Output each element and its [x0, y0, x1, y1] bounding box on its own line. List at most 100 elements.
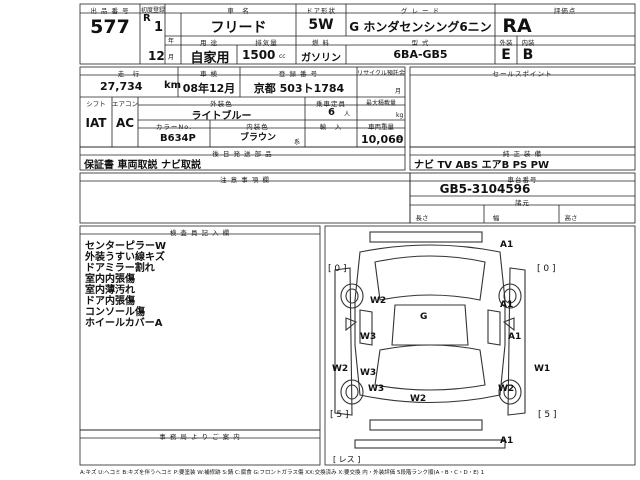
- import-mark: 系: [294, 139, 301, 146]
- import-label: 輸 入: [319, 123, 343, 131]
- inspector-note: ドアミラー割れ: [85, 263, 155, 274]
- displacement-unit: cc: [279, 53, 286, 60]
- score-label: 評価点: [553, 7, 577, 15]
- front-right-wheel: [498, 283, 522, 309]
- fuel-type: ガソリン: [301, 53, 341, 64]
- rear-shipping-label: 後 日 発 送 部 品: [212, 150, 273, 158]
- front-left-wheel: [340, 283, 364, 309]
- inspector-note: 外装うすい線キズ: [85, 252, 165, 263]
- right-side-outline: [507, 267, 526, 416]
- less-mark: [ レス ]: [333, 455, 361, 464]
- car-name-label: 車 名: [227, 7, 250, 15]
- int-score-label: 内装: [521, 39, 535, 47]
- height-label: 高さ: [564, 214, 578, 222]
- weight-label: 車両重量: [368, 123, 394, 131]
- month-suffix: 月: [168, 54, 175, 61]
- windshield-outline: [374, 255, 486, 301]
- damage-mark-w2-side: W2: [332, 364, 349, 374]
- left-side-outline: [334, 267, 353, 416]
- inspector-note: コンソール傷: [85, 307, 145, 318]
- interior-score: B: [522, 47, 534, 63]
- length-label: 長さ: [415, 214, 429, 222]
- rear-left-wheel: [340, 379, 364, 405]
- era-mark: R: [143, 13, 151, 24]
- inspector-note: 室内薄汚れ: [85, 285, 135, 296]
- max-load-unit: kg: [396, 112, 404, 119]
- damage-mark-5-right: [ 5 ]: [538, 410, 557, 420]
- inspection-date: 08年12月: [182, 82, 236, 95]
- damage-mark-0-left: [ 0 ]: [328, 264, 347, 274]
- inspector-label: 検 査 員 記 入 欄: [169, 229, 231, 237]
- damage-mark-a1-front: A1: [500, 240, 514, 250]
- sales-point-label: セールスポイント: [492, 70, 553, 78]
- capacity-unit: 人: [344, 111, 351, 118]
- roof-outline: [354, 244, 506, 404]
- rear-bumper-outline: [369, 419, 483, 431]
- rear-window-outline: [374, 344, 486, 391]
- fuel-label: 燃 料: [311, 39, 331, 47]
- inspector-note: ドア内張傷: [85, 296, 135, 307]
- ac-value: AC: [115, 116, 135, 130]
- damage-mark-a1-right: A1: [500, 300, 514, 310]
- std-equipment-label: 純 正 装 備: [502, 150, 543, 158]
- weight-value: 10,060: [361, 133, 404, 146]
- mileage-value: 27,734: [100, 80, 143, 93]
- inspector-note: センターピラーW: [85, 241, 167, 252]
- front-bumper-outline: [369, 231, 483, 243]
- damage-mark-0-right: [ 0 ]: [537, 264, 556, 274]
- damage-mark-g-windshield: G: [420, 312, 428, 322]
- rear-shipping-items: 保証書 車両取説 ナビ取説: [84, 160, 201, 171]
- grade-label: グ レ ー ド: [400, 7, 441, 15]
- first-reg-year: 1: [154, 20, 164, 35]
- first-reg-label: 初度登録: [141, 7, 165, 14]
- damage-mark-w3-left: W3: [360, 332, 377, 342]
- inspection-label: 車 検: [199, 70, 219, 78]
- rear-right-wheel: [498, 379, 522, 405]
- std-equipment-items: ナビ TV ABS エアB PS PW: [414, 160, 550, 171]
- damage-mark-w2-bottom: W2: [410, 394, 427, 404]
- damage-mark-w1-right: W1: [534, 364, 551, 374]
- capacity-value: 6: [328, 107, 335, 118]
- exterior-score: E: [501, 47, 511, 63]
- roof-panel-outline: [391, 304, 469, 346]
- damage-mark-w2-left: W2: [370, 296, 387, 306]
- damage-mark-w3-wheel: W3: [368, 384, 385, 394]
- inspector-note: 室内内張傷: [85, 274, 135, 285]
- body-color: ライトブルー: [191, 111, 252, 122]
- use-label: 用 途: [199, 39, 219, 47]
- overall-score: RA: [502, 15, 532, 37]
- mileage-label: 走 行: [117, 70, 141, 78]
- damage-mark-w2-wheel: W2: [498, 384, 515, 394]
- ac-label: エアコン: [112, 100, 138, 108]
- inspector-note: ホイールカバーA: [85, 318, 163, 329]
- color-number: B634P: [160, 133, 196, 144]
- ext-score-label: 外装: [499, 39, 513, 47]
- door-type-label: ドア形状: [306, 7, 336, 15]
- registration-number: 京都 503ト1784: [253, 82, 345, 95]
- legend-text: A:キズ U:ヘコミ B:キズを伴うヘコミ P:要塗装 W:補修跡 S:錆 C:…: [80, 470, 485, 476]
- year-suffix: 年: [168, 38, 175, 45]
- car-name: フリード: [210, 20, 267, 36]
- damage-mark-a1-right-2: A1: [508, 332, 522, 342]
- model-code: 6BA-GB5: [393, 48, 448, 61]
- damage-mark-w3-left-rear: W3: [360, 368, 377, 378]
- chassis-number: GB5-3104596: [439, 182, 531, 196]
- lot-no-label: 出 品 番 号: [90, 7, 130, 15]
- door-type: 5W: [308, 17, 334, 33]
- model-code-label: 型 式: [411, 39, 430, 47]
- interior-color: ブラウン: [240, 133, 277, 143]
- width-label: 幅: [492, 214, 500, 222]
- color-no-label: カラーNo.: [155, 123, 193, 131]
- mileage-unit: km: [164, 80, 182, 91]
- grade: G ホンダセンシング6ニン: [349, 20, 492, 34]
- body-color-label: 外装色: [210, 100, 233, 108]
- displacement: 1500: [242, 48, 276, 62]
- shift-label: シフト: [86, 100, 106, 108]
- damage-mark-5-left: [ 5 ]: [330, 410, 349, 420]
- specs-label: 諸元: [515, 199, 530, 207]
- chassis-label: 車台番号: [507, 176, 538, 184]
- office-notice-label: 事 務 局 よ り ご 案 内: [159, 433, 241, 441]
- lot-number: 577: [90, 16, 130, 38]
